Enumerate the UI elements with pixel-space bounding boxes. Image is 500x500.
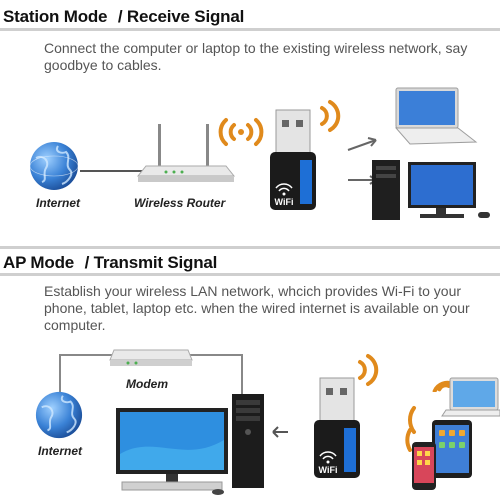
laptop-icon bbox=[388, 84, 480, 150]
desktop-pc-icon-ap bbox=[228, 392, 268, 492]
arrow-icon-ap bbox=[270, 425, 290, 439]
station-heading-title: Station Mode bbox=[3, 7, 108, 26]
ap-divider bbox=[0, 273, 500, 276]
usb-adapter-icon: WiFi bbox=[262, 108, 322, 212]
station-heading-subtitle: / Receive Signal bbox=[117, 7, 245, 26]
ap-heading: AP Mode / Transmit Signal bbox=[3, 253, 217, 273]
usb-adapter-icon-ap: WiFi bbox=[306, 376, 366, 480]
station-router-label: Wireless Router bbox=[134, 196, 226, 210]
wifi-signal-icon-secondary bbox=[316, 98, 344, 134]
globe-icon-ap bbox=[34, 390, 84, 440]
wifi-signal-icon bbox=[212, 112, 274, 152]
ap-modem-label: Modem bbox=[126, 377, 168, 391]
ap-heading-subtitle: / Transmit Signal bbox=[84, 253, 218, 272]
tablet-icon bbox=[430, 418, 474, 480]
modem-icon bbox=[108, 342, 194, 372]
station-heading: Station Mode / Receive Signal bbox=[3, 7, 244, 27]
station-connection-line bbox=[80, 170, 148, 172]
router-icon bbox=[136, 120, 236, 186]
adapter-brand-text: WiFi bbox=[275, 197, 294, 207]
ap-description: Establish your wireless LAN network, whc… bbox=[44, 283, 470, 333]
globe-icon bbox=[28, 140, 80, 192]
laptop-icon-ap bbox=[440, 376, 500, 426]
wifi-signal-icon-ap bbox=[354, 352, 382, 388]
adapter-brand-text-ap: WiFi bbox=[319, 465, 338, 475]
station-divider bbox=[0, 28, 500, 31]
desktop-pc-icon bbox=[368, 156, 498, 226]
station-description: Connect the computer or laptop to the ex… bbox=[44, 40, 468, 73]
phone-icon bbox=[410, 440, 438, 492]
wifi-signal-icon-ap-left bbox=[392, 402, 422, 452]
monitor-icon bbox=[114, 404, 234, 496]
ap-internet-label: Internet bbox=[38, 444, 83, 458]
ap-heading-title: AP Mode bbox=[3, 253, 75, 272]
station-internet-label: Internet bbox=[36, 196, 81, 210]
ap-divider-top bbox=[0, 246, 500, 249]
